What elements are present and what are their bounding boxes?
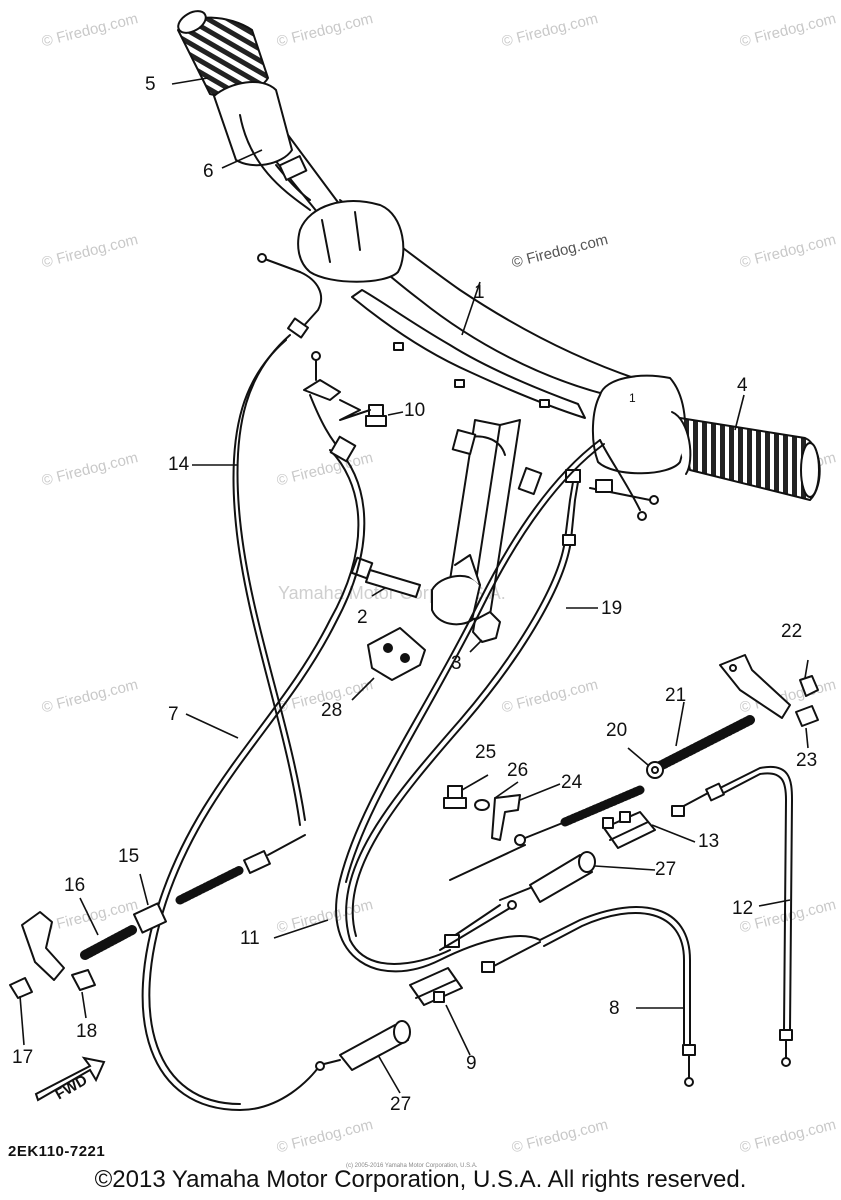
part-label-26: 26 bbox=[507, 760, 529, 781]
left-cable-end bbox=[257, 253, 323, 339]
cable bbox=[141, 445, 366, 1111]
throttle-sleeve bbox=[213, 81, 311, 211]
part-label-19: 19 bbox=[601, 598, 623, 619]
part-label-9: 9 bbox=[466, 1053, 477, 1074]
choke-lever bbox=[303, 351, 371, 463]
lever-arm bbox=[719, 654, 819, 727]
part-label-8: 8 bbox=[609, 998, 620, 1019]
part-label-16: 16 bbox=[64, 875, 86, 896]
tiny-copyright: (c) 2005-2016 Yamaha Motor Corporation, … bbox=[346, 1163, 478, 1169]
cable bbox=[481, 906, 696, 1087]
part-label-28: 28 bbox=[321, 700, 343, 721]
spring-assembly bbox=[80, 834, 306, 960]
part-label-3: 3 bbox=[451, 653, 462, 674]
cable-joint bbox=[409, 967, 463, 1006]
right-grip bbox=[671, 411, 821, 501]
part-label-23: 23 bbox=[796, 750, 818, 771]
small-bolt bbox=[365, 404, 387, 427]
part-label-11: 11 bbox=[240, 928, 260, 949]
part-label-22: 22 bbox=[781, 621, 803, 642]
part-label-1-housing: 1 bbox=[629, 391, 636, 405]
steering-bracket bbox=[431, 419, 543, 626]
cable bbox=[335, 439, 605, 973]
part-label-1: 1 bbox=[474, 282, 485, 303]
cable bbox=[671, 765, 793, 1067]
part-label-24: 24 bbox=[561, 772, 583, 793]
part-label-14: 14 bbox=[168, 454, 190, 475]
part-label-13: 13 bbox=[698, 831, 720, 852]
right-switch-housing bbox=[591, 374, 687, 475]
part-label-10: 10 bbox=[404, 400, 426, 421]
part-label-27-upper: 27 bbox=[655, 859, 677, 880]
part-label-18: 18 bbox=[76, 1021, 98, 1042]
handlebar bbox=[235, 99, 641, 419]
part-label-5: 5 bbox=[145, 74, 156, 95]
nut bbox=[472, 611, 501, 643]
part-label-27-lower: 27 bbox=[390, 1094, 412, 1115]
harness-wire bbox=[589, 439, 659, 521]
part-label-21: 21 bbox=[665, 685, 687, 706]
copyright-notice: ©2013 Yamaha Motor Corporation, U.S.A. A… bbox=[94, 1166, 747, 1193]
cable-boot bbox=[439, 851, 596, 951]
part-label-6: 6 bbox=[203, 161, 214, 182]
cable bbox=[345, 469, 581, 965]
part-label-25: 25 bbox=[475, 742, 497, 763]
left-switch-housing bbox=[297, 200, 405, 283]
adjuster bbox=[449, 785, 645, 881]
part-label-20: 20 bbox=[606, 720, 628, 741]
cable-bracket bbox=[443, 785, 521, 841]
bolt bbox=[350, 556, 421, 598]
left-grip bbox=[177, 10, 269, 98]
cable bbox=[232, 334, 306, 826]
cable-joint bbox=[602, 811, 656, 849]
leader-lines bbox=[19, 77, 809, 1094]
part-label-7: 7 bbox=[168, 704, 179, 725]
lever-arm bbox=[9, 911, 96, 999]
spring bbox=[646, 715, 755, 779]
part-label-15: 15 bbox=[118, 846, 140, 867]
part-label-4: 4 bbox=[737, 375, 748, 396]
part-label-12: 12 bbox=[732, 898, 754, 919]
diagram-code: 2EK110-7221 bbox=[8, 1143, 106, 1160]
cable-boot bbox=[315, 1020, 411, 1071]
part-label-17: 17 bbox=[12, 1047, 34, 1068]
cover-plate bbox=[367, 627, 426, 681]
forward-arrow-icon: FWD bbox=[34, 1056, 106, 1103]
part-label-2: 2 bbox=[357, 607, 368, 628]
